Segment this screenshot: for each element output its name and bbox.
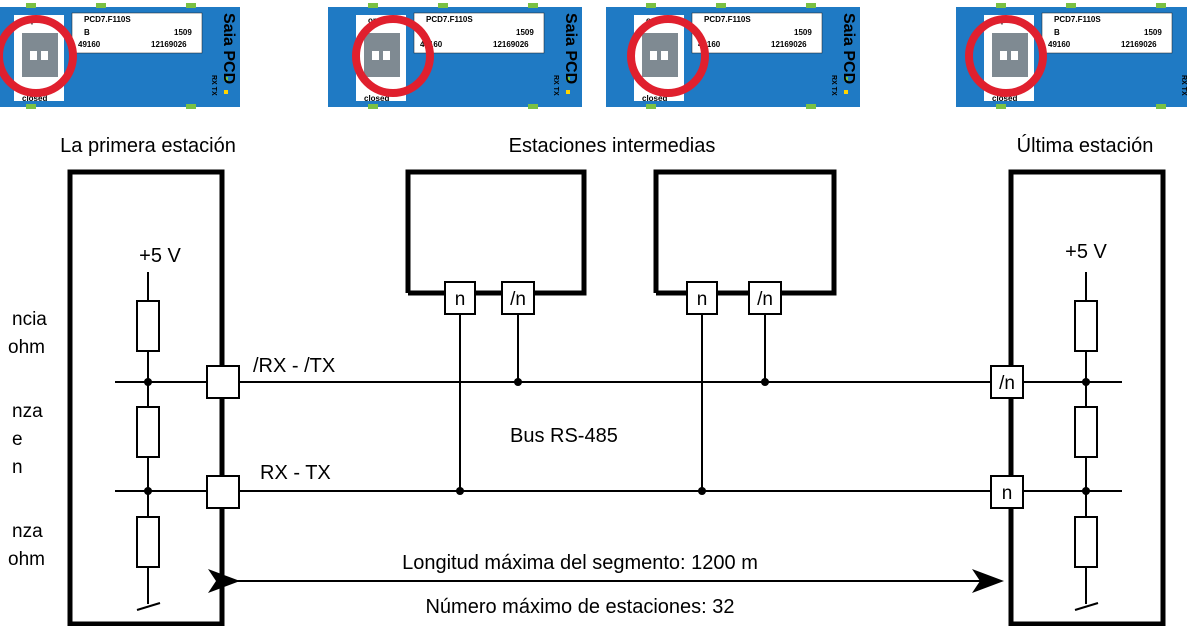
- segment-length-label: Longitud máxima del segmento: 1200 m: [402, 552, 758, 574]
- terminal-n-middle-2: n: [686, 281, 718, 315]
- svg-text:closed: closed: [992, 94, 1017, 103]
- svg-text:/n: /n: [757, 289, 773, 310]
- middle-station-box-2: [653, 169, 837, 296]
- svg-text:Saia PCD: Saia PCD: [562, 13, 579, 84]
- right-resistor-network: [1074, 272, 1099, 611]
- highlight-circle: [0, 15, 77, 97]
- svg-text:B: B: [1054, 28, 1060, 37]
- ground-symbol: [1074, 602, 1099, 611]
- svg-text:1509: 1509: [794, 28, 812, 37]
- module-middle-station-1: open PCD7.F110S 1509 49160 12169026 clos…: [327, 2, 583, 110]
- highlight-circle: [627, 15, 709, 97]
- left-resistor-network: [136, 272, 161, 611]
- max-stations-label: Número máximo de estaciones: 32: [425, 596, 734, 618]
- svg-text:49160: 49160: [1048, 40, 1071, 49]
- side-label-pulldown-1: nza: [12, 521, 43, 542]
- svg-text:Saia PCD: Saia PCD: [840, 13, 857, 84]
- svg-text:49160: 49160: [78, 40, 101, 49]
- bus-positive-label: RX - TX: [260, 462, 331, 484]
- svg-text:n: n: [1002, 483, 1013, 504]
- svg-text:12169026: 12169026: [1121, 40, 1157, 49]
- module-last-station: open PCD7.F110S B 1509 49160 12169026 cl…: [955, 2, 1187, 110]
- vcc-label-left: +5 V: [139, 245, 181, 267]
- terminal-last-n: n: [990, 475, 1024, 509]
- terminal-n-inv-middle-2: /n: [748, 281, 782, 315]
- svg-text:PCD7.F110S: PCD7.F110S: [704, 15, 751, 24]
- svg-text:RX TX: RX TX: [552, 75, 559, 96]
- side-label-termination-3: n: [12, 457, 23, 478]
- svg-text:RX TX: RX TX: [830, 75, 837, 96]
- terminal-first-negative: [206, 365, 240, 399]
- svg-text:closed: closed: [642, 94, 667, 103]
- terminal-n-inv-middle-1: /n: [501, 281, 535, 315]
- terminal-first-positive: [206, 475, 240, 509]
- terminal-last-n-inv: /n: [990, 365, 1024, 399]
- caption-first-station: La primera estación: [60, 135, 236, 157]
- svg-text:closed: closed: [22, 94, 47, 103]
- module-middle-station-2: open PCD7.F110S 1509 49160 12169026 clos…: [605, 2, 861, 110]
- side-label-termination-1: nza: [12, 401, 43, 422]
- bus-negative-label: /RX - /TX: [253, 355, 335, 377]
- svg-text:PCD7.F110S: PCD7.F110S: [426, 15, 473, 24]
- caption-last-station: Última estación: [1017, 134, 1154, 157]
- module-brand: Saia PCD: [220, 13, 237, 84]
- highlight-circle: [965, 15, 1047, 97]
- highlight-circle: [352, 15, 434, 97]
- svg-text:/n: /n: [510, 289, 526, 310]
- svg-text:/n: /n: [999, 373, 1015, 394]
- middle-station-box-1: [405, 169, 587, 296]
- svg-text:1509: 1509: [516, 28, 534, 37]
- svg-text:1509: 1509: [1144, 28, 1162, 37]
- svg-text:12169026: 12169026: [771, 40, 807, 49]
- svg-text:PCD7.F110S: PCD7.F110S: [1054, 15, 1101, 24]
- svg-text:12169026: 12169026: [493, 40, 529, 49]
- svg-text:49160: 49160: [698, 40, 721, 49]
- module-model: PCD7.F110S: [84, 15, 131, 24]
- ground-symbol: [136, 602, 161, 611]
- vcc-label-right: +5 V: [1065, 241, 1107, 263]
- side-label-pulldown-2: ohm: [8, 549, 45, 570]
- terminal-n-middle-1: n: [444, 281, 476, 315]
- bus-label: Bus RS-485: [510, 425, 618, 447]
- svg-text:RX TX: RX TX: [210, 75, 217, 96]
- side-label-termination-2: e: [12, 429, 23, 450]
- svg-text:RX TX: RX TX: [1180, 75, 1187, 96]
- svg-text:1509: 1509: [174, 28, 192, 37]
- svg-text:B: B: [84, 28, 90, 37]
- module-first-station: open PCD7.F110S B 1509 49160 12169026 cl…: [0, 2, 241, 110]
- svg-text:n: n: [455, 289, 466, 310]
- side-label-pullup-1: ncia: [12, 309, 47, 330]
- side-label-pullup-2: ohm: [8, 337, 45, 358]
- svg-text:12169026: 12169026: [151, 40, 187, 49]
- svg-text:n: n: [697, 289, 708, 310]
- svg-text:closed: closed: [364, 94, 389, 103]
- caption-middle-stations: Estaciones intermedias: [509, 135, 716, 157]
